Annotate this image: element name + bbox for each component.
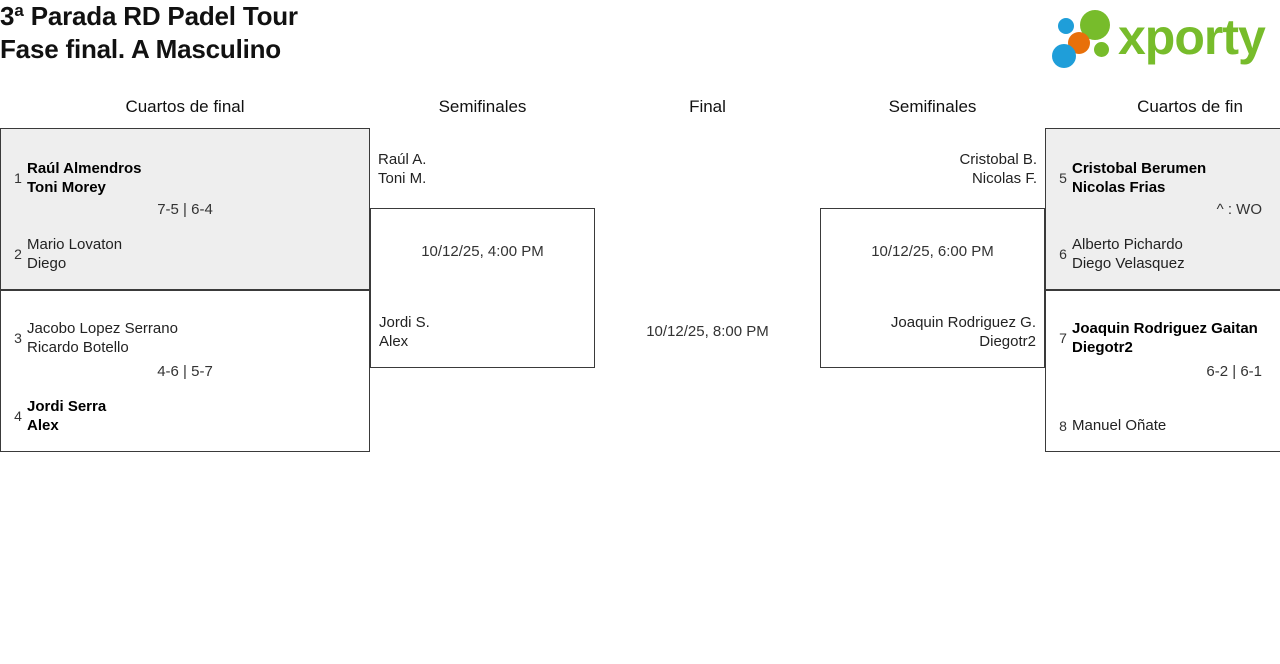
seed-number: 1 xyxy=(14,170,22,186)
team-names: Raúl Almendros Toni Morey xyxy=(27,159,141,197)
tournament-name: 3ª Parada RD Padel Tour xyxy=(0,1,298,31)
match-box-qf3[interactable]: 5 Cristobal Berumen Nicolas Frias ^ : WO… xyxy=(1045,128,1280,290)
match-box-sf-left[interactable]: 10/12/25, 4:00 PM Jordi S. Alex xyxy=(370,208,595,368)
player-1: Raúl A. xyxy=(378,151,427,168)
team-slot-seed6[interactable]: 6 Alberto Pichardo Diego Velasquez xyxy=(1054,235,1185,273)
match-box-sf-right[interactable]: 10/12/25, 6:00 PM Joaquin Rodriguez G. D… xyxy=(820,208,1045,368)
team-slot-seed4[interactable]: 4 Jordi Serra Alex xyxy=(9,397,106,435)
seed-number: 8 xyxy=(1059,417,1067,434)
player-1: Alberto Pichardo xyxy=(1072,236,1183,253)
player-2: Ricardo Botello xyxy=(27,339,129,356)
sf-right-top-team: Cristobal B. Nicolas F. xyxy=(959,150,1037,188)
logo-dot-green-small-icon xyxy=(1094,42,1109,57)
round-header-final: Final xyxy=(689,97,726,116)
match-datetime-sf-left: 10/12/25, 4:00 PM xyxy=(421,243,544,260)
match-box-qf2[interactable]: 3 Jacobo Lopez Serrano Ricardo Botello 4… xyxy=(0,290,370,452)
team-slot-seed1[interactable]: 1 Raúl Almendros Toni Morey xyxy=(9,159,141,197)
team-slot-seed2[interactable]: 2 Mario Lovaton Diego xyxy=(9,235,122,273)
sf-left-bottom-team: Jordi S. Alex xyxy=(379,313,430,351)
seed-number: 2 xyxy=(14,246,22,262)
match-score-qf2: 4-6 | 5-7 xyxy=(157,363,213,380)
player-1: Joaquin Rodriguez G. xyxy=(890,314,1036,331)
player-1: Raúl Almendros xyxy=(27,160,142,177)
logo-dot-blue-small-icon xyxy=(1058,18,1074,34)
player-2: Toni Morey xyxy=(27,179,106,196)
round-header-semifinals-left: Semifinales xyxy=(438,97,527,116)
team-slot-seed8[interactable]: 8 Manuel Oñate xyxy=(1054,416,1166,435)
match-datetime-final: 10/12/25, 8:00 PM xyxy=(646,323,769,340)
seed-number: 4 xyxy=(14,408,22,424)
seed-number: 3 xyxy=(14,330,22,346)
seed-number: 5 xyxy=(1059,170,1067,186)
player-2: Alex xyxy=(379,333,409,350)
player-1: Jordi Serra xyxy=(27,398,107,415)
player-1: Cristobal B. xyxy=(959,151,1037,168)
team-slot-seed5[interactable]: 5 Cristobal Berumen Nicolas Frias xyxy=(1054,159,1206,197)
round-header-quarterfinals-left: Cuartos de final xyxy=(125,97,245,116)
xporty-logo[interactable]: xporty xyxy=(1048,6,1278,68)
seed-number: 7 xyxy=(1059,330,1067,346)
player-2: Nicolas Frias xyxy=(1072,179,1166,196)
player-2: Alex xyxy=(27,417,59,434)
tournament-phase: Fase final. A Masculino xyxy=(0,34,281,64)
player-1: Mario Lovaton xyxy=(27,236,123,253)
round-header-quarterfinals-right: Cuartos de fin xyxy=(1137,97,1243,116)
seed-number: 6 xyxy=(1059,246,1067,262)
player-1: Jordi S. xyxy=(379,314,430,331)
team-names: Joaquin Rodriguez Gaitan Diegotr2 xyxy=(1072,319,1258,357)
team-slot-seed3[interactable]: 3 Jacobo Lopez Serrano Ricardo Botello xyxy=(9,319,178,357)
team-names: Alberto Pichardo Diego Velasquez xyxy=(1072,235,1185,273)
team-names: Jordi Serra Alex xyxy=(27,397,106,435)
team-names: Mario Lovaton Diego xyxy=(27,235,122,273)
team-names: Cristobal Berumen Nicolas Frias xyxy=(1072,159,1206,197)
match-box-qf4[interactable]: 7 Joaquin Rodriguez Gaitan Diegotr2 6-2 … xyxy=(1045,290,1280,452)
page-title: 3ª Parada RD Padel Tour Fase final. A Ma… xyxy=(0,0,760,66)
player-2: Diegotr2 xyxy=(979,333,1036,350)
player-1: Manuel Oñate xyxy=(1072,417,1167,434)
team-names: Jacobo Lopez Serrano Ricardo Botello xyxy=(27,319,178,357)
player-1: Jacobo Lopez Serrano xyxy=(27,320,178,337)
round-header-semifinals-right: Semifinales xyxy=(888,97,977,116)
match-box-qf1[interactable]: 1 Raúl Almendros Toni Morey 7-5 | 6-4 2 … xyxy=(0,128,370,290)
match-datetime-sf-right: 10/12/25, 6:00 PM xyxy=(871,243,994,260)
match-score-qf1: 7-5 | 6-4 xyxy=(157,201,213,218)
logo-dot-blue-large-icon xyxy=(1052,44,1076,68)
match-score-qf3: ^ : WO xyxy=(1216,201,1262,218)
player-2: Diego xyxy=(27,255,67,272)
team-names: Manuel Oñate xyxy=(1072,416,1166,435)
sf-right-bottom-team: Joaquin Rodriguez G. Diegotr2 xyxy=(891,313,1036,351)
match-score-qf4: 6-2 | 6-1 xyxy=(1206,363,1262,380)
player-1: Joaquin Rodriguez Gaitan xyxy=(1072,320,1258,337)
sf-left-top-team: Raúl A. Toni M. xyxy=(378,150,426,188)
player-2: Nicolas F. xyxy=(971,170,1037,187)
team-slot-seed7[interactable]: 7 Joaquin Rodriguez Gaitan Diegotr2 xyxy=(1054,319,1258,357)
player-1: Cristobal Berumen xyxy=(1072,160,1207,177)
player-2: Toni M. xyxy=(378,170,427,187)
logo-wordmark: xporty xyxy=(1118,9,1266,65)
player-2: Diego Velasquez xyxy=(1072,255,1185,272)
logo-dots-icon xyxy=(1048,8,1120,68)
player-2: Diegotr2 xyxy=(1072,339,1133,356)
